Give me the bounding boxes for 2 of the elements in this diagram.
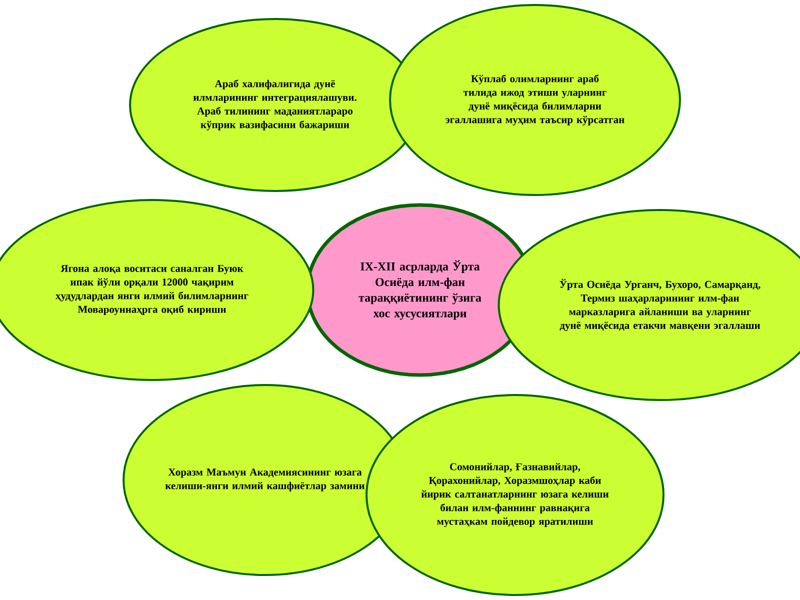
- node-label: Сомонийлар, Ғазнавийлар, Қорахонийлар, Хоразмшоҳлар каби йирик салтанатларнинг юзага келиши билан илм-фаннинг равнақига мустаҳкам пойдевор яратилиши: [421, 462, 609, 528]
- node-label: Хоразм Маъмун Академиясининг юзага келиши-янги илмий кашфиётлар замини: [165, 468, 365, 492]
